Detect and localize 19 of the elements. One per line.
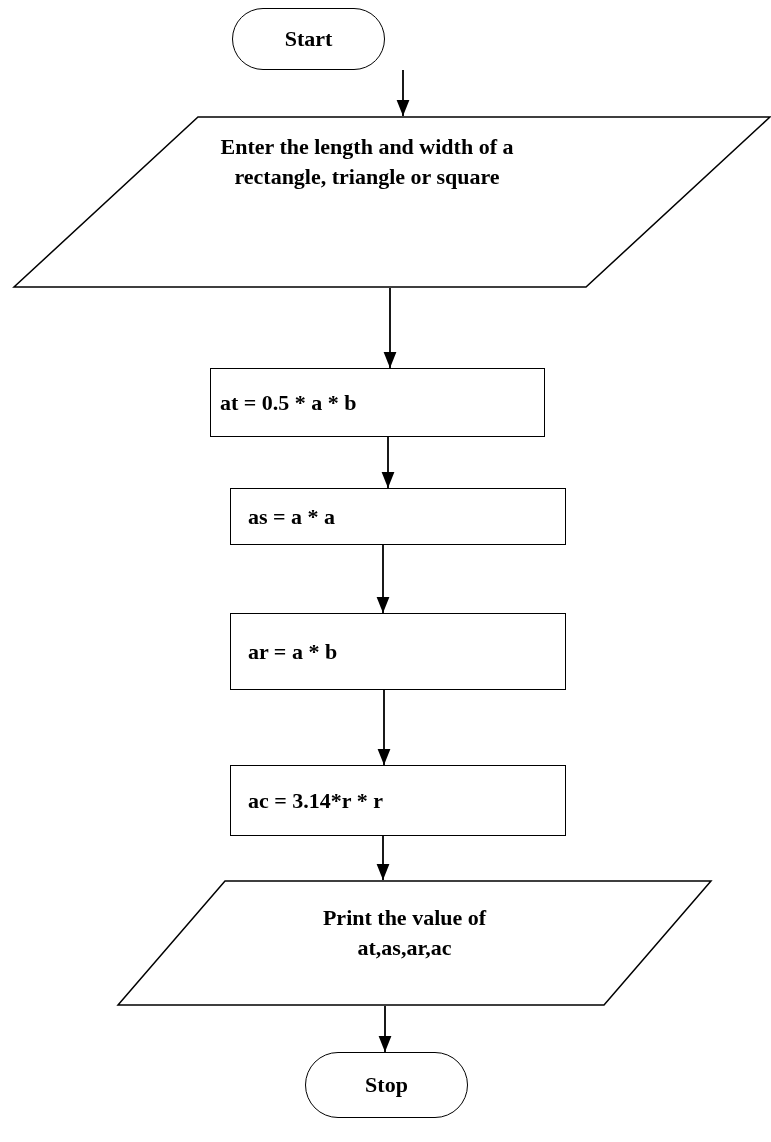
process-box [230,488,566,545]
process-box [230,765,566,836]
process-box [230,613,566,690]
node-text: at = 0.5 * a * b [220,388,357,417]
arrow [376,544,390,614]
arrow [383,287,397,369]
arrow [376,835,390,881]
arrow [381,436,395,489]
node-text: as = a * a [248,502,336,531]
node-text: Print the value of at,as,ar,ac [321,904,488,962]
node-text: ac = 3.14*r * r [248,786,383,815]
node-text: ar = a * b [248,637,338,666]
process-box [210,368,545,437]
node-text: Enter the length and width of a rectangle, triangle or square [219,133,515,191]
arrow [377,689,391,766]
node-text: Start [284,25,333,54]
arrow [396,69,410,117]
arrow [378,1005,392,1053]
node-text: Stop [365,1071,408,1100]
